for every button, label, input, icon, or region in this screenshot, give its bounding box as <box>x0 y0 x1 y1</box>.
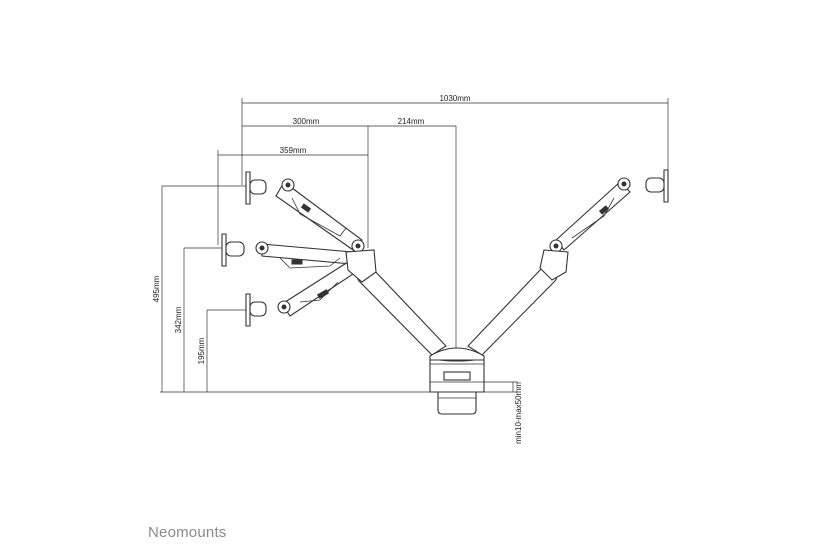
label-arm-width-b: 214mm <box>398 117 425 126</box>
left-arm-high <box>275 181 363 253</box>
left-arm-low <box>281 261 357 317</box>
left-monitor-plate-low <box>245 293 291 327</box>
label-height-mid: 342mm <box>174 306 183 333</box>
label-desk-thickness: min10-max50mm <box>514 382 523 444</box>
left-monitor-plate-high <box>245 171 295 205</box>
left-arm-mid <box>261 243 353 269</box>
left-arm-joint <box>345 239 377 283</box>
label-arm-width-a: 300mm <box>293 117 320 126</box>
desk-clamp <box>429 352 485 415</box>
pole <box>356 267 558 361</box>
right-arm <box>539 181 631 281</box>
brand-logo: Neomounts <box>148 524 227 541</box>
label-height-min: 195mm <box>197 337 206 364</box>
label-total-width: 1030mm <box>439 94 470 103</box>
right-monitor-plate <box>617 169 669 203</box>
label-height-max: 495mm <box>152 275 161 302</box>
left-monitor-plate-mid <box>221 233 269 267</box>
label-arm-width-c: 359mm <box>280 146 307 155</box>
